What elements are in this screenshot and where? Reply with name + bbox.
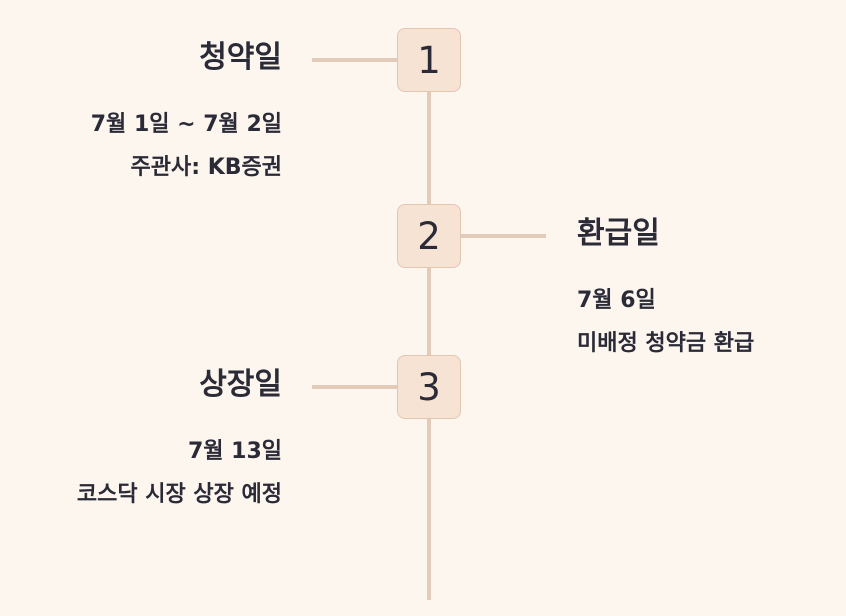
step-1-title: 청약일 [199, 40, 282, 75]
step-2-number-box: 2 [397, 204, 461, 268]
step-3-detail: 코스닥 시장 상장 예정 [76, 482, 282, 507]
step-1-label: 청약일 7월 1일 ~ 7월 2일 주관사: KB증권 [0, 38, 282, 183]
step-2-detail: 미배정 청약금 환급 [577, 331, 755, 356]
step-3-date: 7월 13일 [187, 439, 282, 464]
step-1-date: 7월 1일 ~ 7월 2일 [90, 112, 282, 137]
step-3-connector [312, 385, 400, 389]
step-2-connector [458, 234, 546, 238]
step-3-number-box: 3 [397, 355, 461, 419]
step-3-label: 상장일 7월 13일 코스닥 시장 상장 예정 [0, 365, 282, 510]
step-1-connector [312, 58, 400, 62]
step-2-label: 환급일 7월 6일 미배정 청약금 환급 [577, 214, 846, 359]
timeline-vertical-line [427, 60, 431, 600]
step-3-title: 상장일 [199, 367, 282, 402]
step-2-title: 환급일 [577, 216, 660, 251]
step-1-detail: 주관사: KB증권 [130, 155, 282, 180]
step-2-date: 7월 6일 [577, 288, 656, 313]
step-1-number-box: 1 [397, 28, 461, 92]
